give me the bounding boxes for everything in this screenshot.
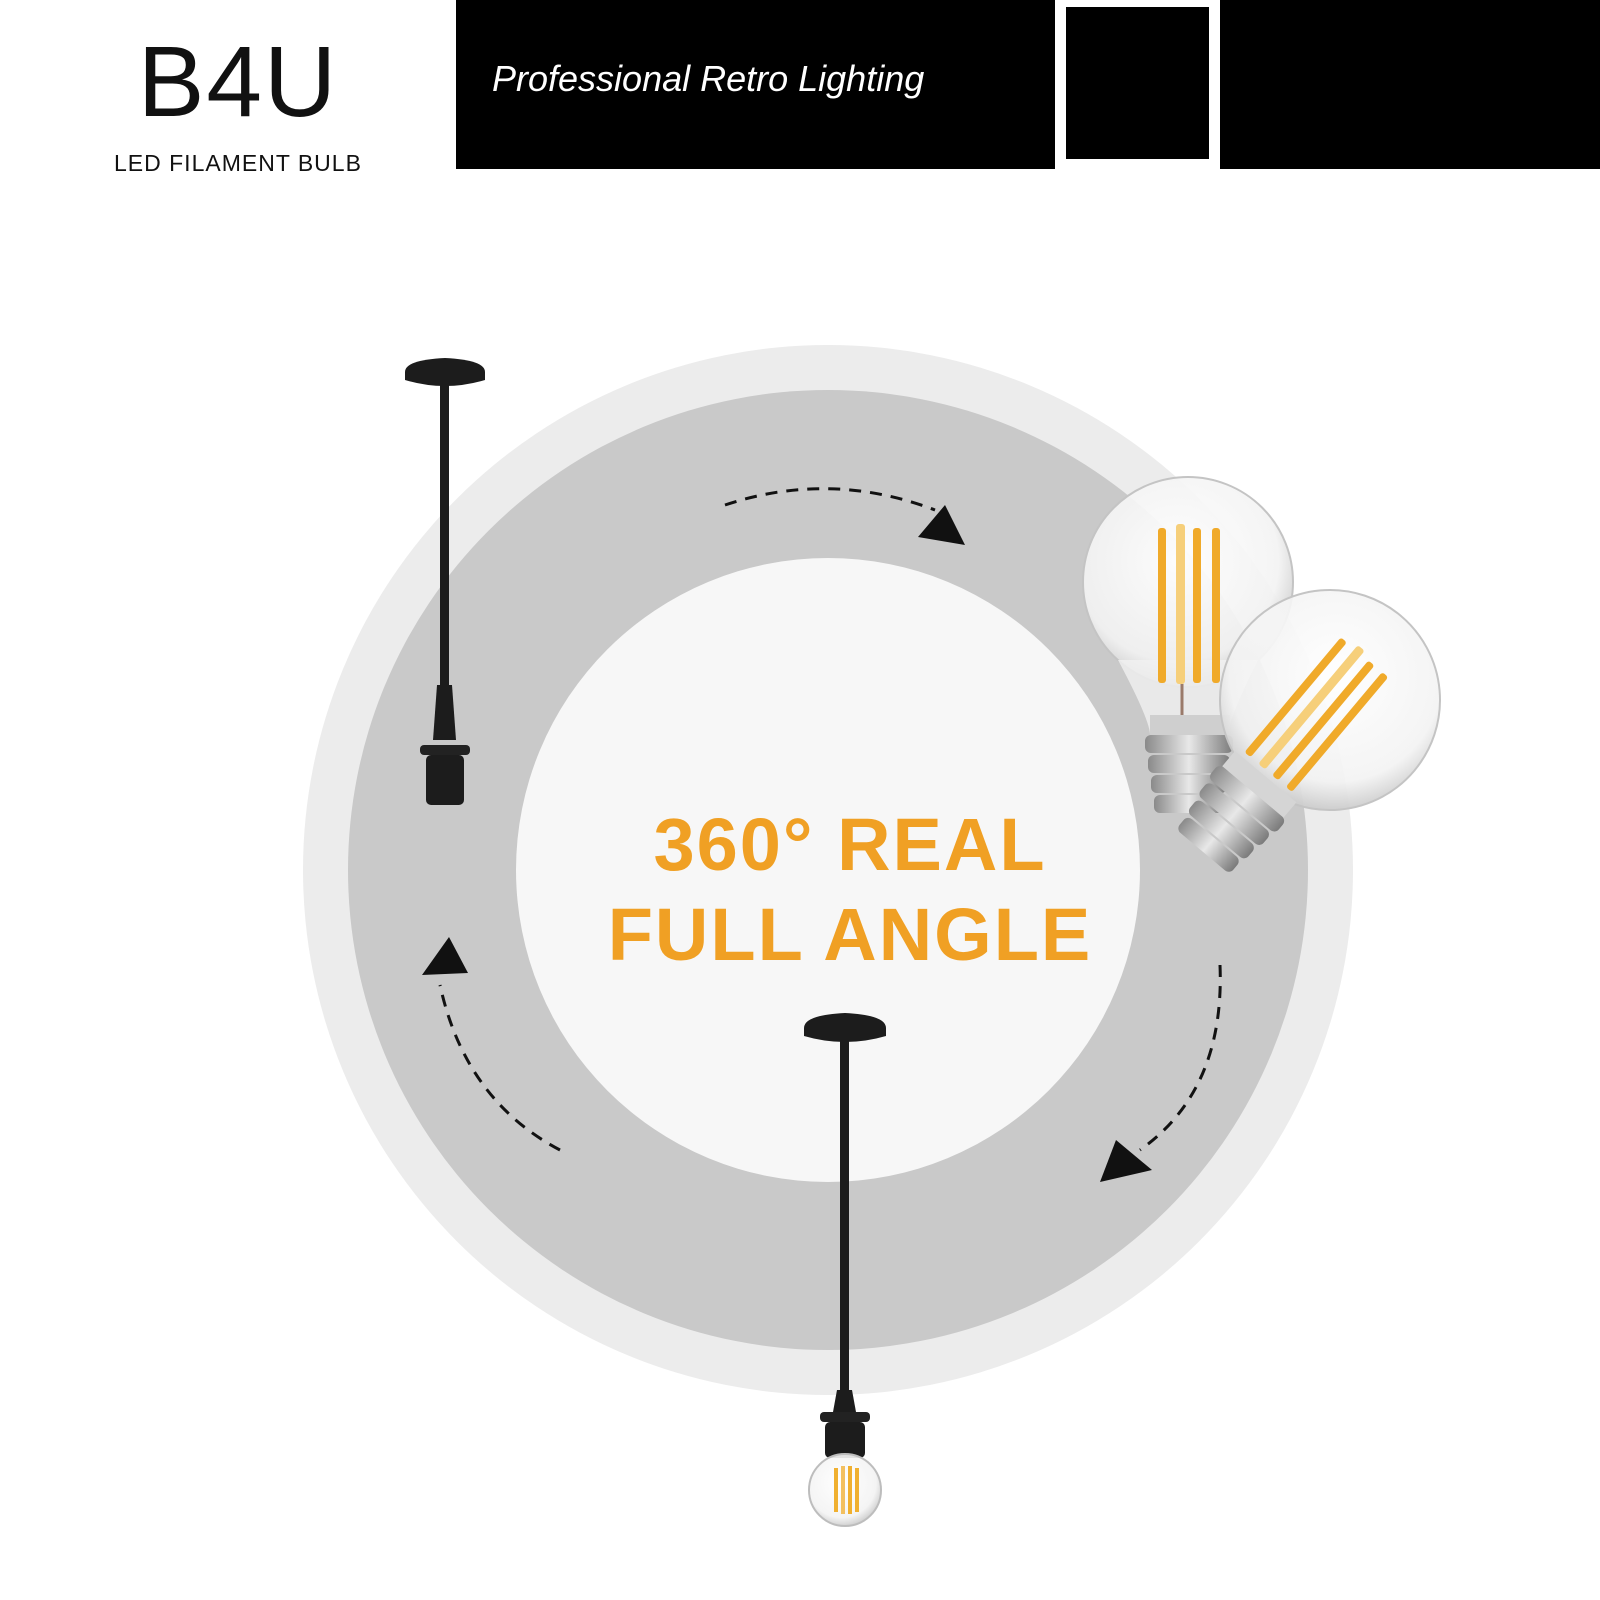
headline: 360° REAL FULL ANGLE [550, 800, 1150, 980]
bulb-tilted [1178, 589, 1441, 872]
brand-name: B4U [137, 26, 339, 138]
arrow-top [724, 487, 965, 545]
pendant-fixture-with-bulb [804, 1013, 886, 1527]
header-tagline: Professional Retro Lighting [492, 58, 925, 99]
header-block-right [1220, 0, 1600, 169]
headline-line-1: 360° REAL [653, 803, 1047, 886]
header-block-small [1066, 7, 1209, 159]
brand-subtitle: LED FILAMENT BULB [114, 150, 362, 176]
brand-logo: B4U LED FILAMENT BULB [108, 32, 398, 176]
header-banner [456, 0, 1055, 169]
inner-disc [516, 558, 1140, 1182]
headline-line-2: FULL ANGLE [607, 893, 1093, 976]
arrow-right [1100, 964, 1222, 1182]
arrow-left [422, 937, 561, 1152]
pendant-fixture-empty [405, 358, 485, 805]
